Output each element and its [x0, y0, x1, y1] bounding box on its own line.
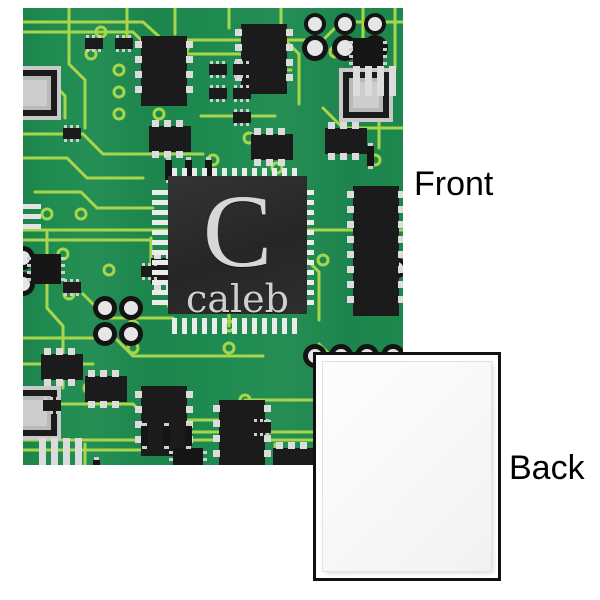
personalized-name: caleb — [186, 277, 289, 321]
front-panel-preview[interactable]: C caleb — [23, 8, 403, 465]
monogram-letter: C — [202, 173, 273, 289]
circuit-board-artwork — [23, 8, 403, 465]
back-panel-preview[interactable] — [313, 352, 501, 581]
center-chip: C caleb — [146, 168, 314, 334]
back-label: Back — [509, 449, 585, 487]
back-panel-inner — [316, 355, 498, 578]
front-label: Front — [414, 165, 494, 203]
back-panel-sheet — [323, 362, 491, 571]
chip-body: C caleb — [168, 173, 307, 318]
